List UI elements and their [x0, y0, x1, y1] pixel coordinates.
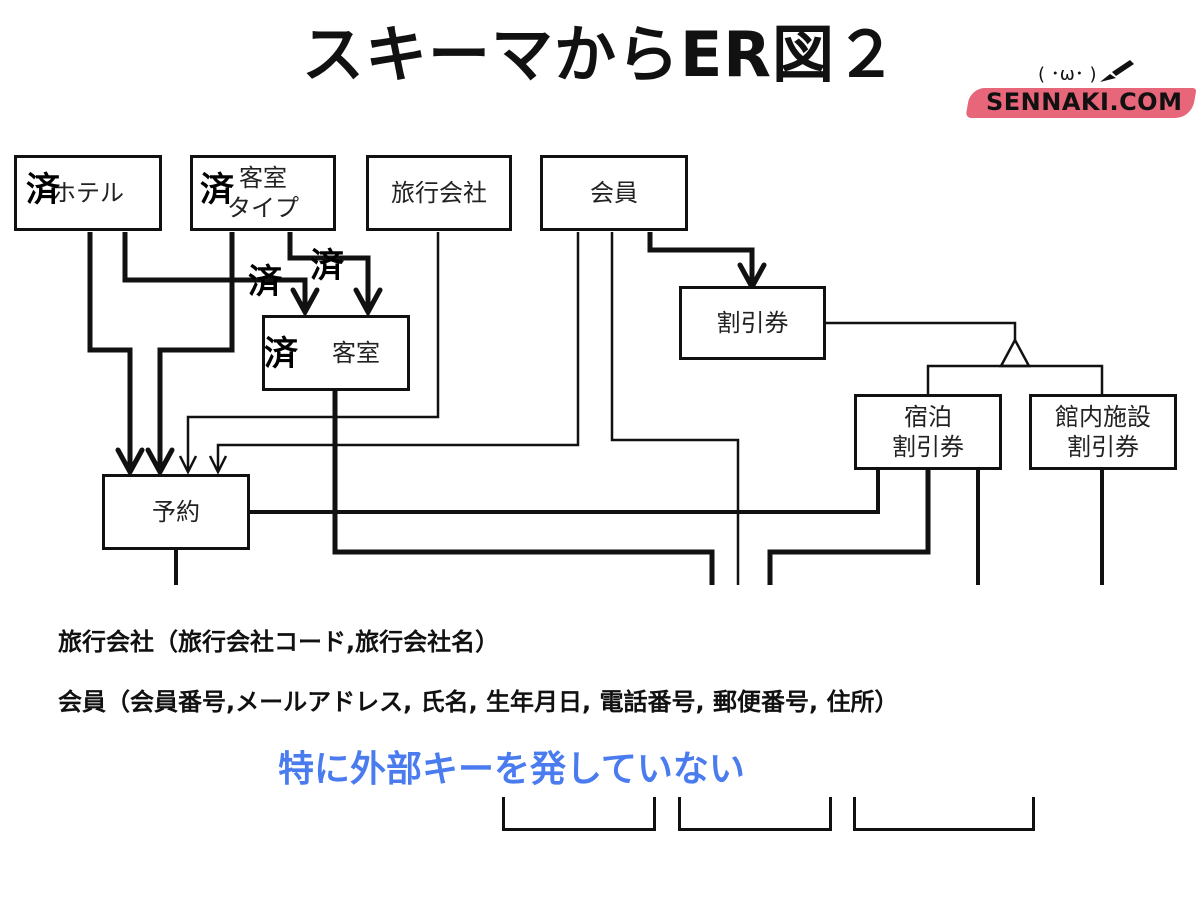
- connector-subtypes: [926, 364, 1104, 395]
- foreign-key-note: 特に外部キーを発していない: [278, 749, 745, 790]
- entity-room-label: 客室: [332, 339, 380, 367]
- entity-discount-coupon[interactable]: 割引券: [679, 286, 826, 360]
- entity-stay-coupon-label: 宿泊 割引券: [892, 403, 964, 461]
- entity-hotel[interactable]: ホテル: [14, 155, 162, 231]
- entity-facility-coupon-label: 館内施設 割引券: [1055, 403, 1151, 461]
- connector-stay-lower: [767, 470, 931, 585]
- entity-member-label: 会員: [590, 179, 638, 207]
- entity-room-type[interactable]: 客室 タイプ: [190, 155, 336, 231]
- site-logo[interactable]: ( ･ω･ ) SENNAKI.COM: [965, 52, 1200, 124]
- connector-reservation-stay: [250, 470, 880, 514]
- schema-line-member: 会員（会員番号,メールアドレス, 氏名, 生年月日, 電話番号, 郵便番号, 住…: [58, 688, 899, 716]
- arrowhead-member-reservation: [208, 455, 228, 475]
- arrowhead-roomtype-room: [353, 287, 383, 318]
- entity-room[interactable]: 客室: [262, 315, 410, 391]
- connector-coupon-generalization: [825, 321, 1017, 340]
- connector-roomtype-reservation: [157, 232, 235, 470]
- entity-facility-coupon[interactable]: 館内施設 割引券: [1029, 394, 1177, 470]
- connector-hotel-reservation: [87, 232, 133, 470]
- connector-member-lower: [610, 232, 740, 585]
- entity-reservation-label: 予約: [152, 498, 200, 526]
- entity-member[interactable]: 会員: [540, 155, 688, 231]
- done-badge-hotel: 済: [26, 170, 60, 210]
- connector-member-coupon: [647, 232, 755, 285]
- page-title: スキーマからER図２: [301, 18, 899, 91]
- connector-agency-reservation: [186, 232, 440, 470]
- entity-discount-coupon-label: 割引券: [716, 309, 789, 337]
- entity-hotel-label: ホテル: [52, 179, 124, 207]
- entity-reservation[interactable]: 予約: [102, 474, 250, 550]
- connector-hotel-room: [122, 232, 308, 310]
- arrowhead-roomtype-reservation: [145, 447, 175, 478]
- entity-room-type-label: 客室 タイプ: [227, 164, 299, 222]
- entity-stay-coupon[interactable]: 宿泊 割引券: [854, 394, 1002, 470]
- generalization-triangle: [998, 337, 1032, 368]
- connector-room-lower: [332, 390, 715, 585]
- done-badge-roomtype-room-link: 済: [310, 246, 344, 286]
- brush-icon: [1100, 60, 1134, 82]
- logo-face: ( ･ω･ ): [1038, 64, 1097, 85]
- done-badge-room-type: 済: [200, 170, 234, 210]
- logo-text: SENNAKI.COM: [986, 88, 1183, 116]
- connector-roomtype-room: [287, 232, 371, 310]
- entity-travel-agency[interactable]: 旅行会社: [366, 155, 512, 231]
- schema-line-travel-agency: 旅行会社（旅行会社コード,旅行会社名）: [58, 628, 500, 656]
- arrowhead-agency-reservation: [178, 455, 198, 475]
- arrowhead-hotel-reservation: [115, 447, 145, 478]
- done-badge-hotel-room-link: 済: [248, 262, 282, 302]
- connector-member-reservation: [216, 232, 580, 470]
- entity-travel-agency-label: 旅行会社: [391, 179, 487, 207]
- arrowhead-hotel-room: [290, 287, 320, 318]
- schema-panel: [0, 585, 1200, 797]
- done-badge-room: 済: [264, 334, 298, 374]
